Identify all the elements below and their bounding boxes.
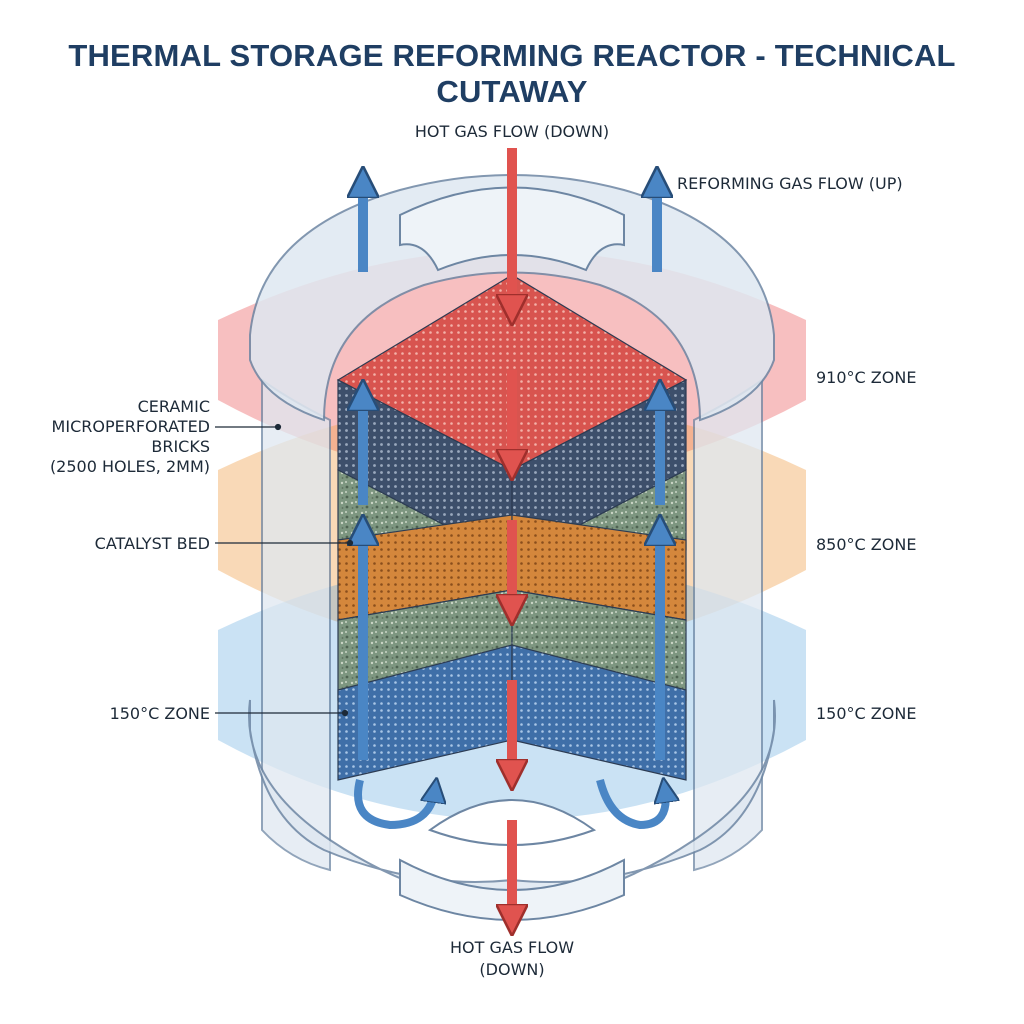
label-ceramic-line3: BRICKS [151, 437, 210, 456]
label-zone-910: 910°C ZONE [816, 368, 916, 387]
label-ceramic-line2: MICROPERFORATED [52, 417, 210, 436]
leader-catalyst-dot [348, 541, 353, 546]
label-zone-right-150: 150°C ZONE [816, 704, 916, 723]
leader-150-zone-dot [343, 711, 348, 716]
label-hot-gas-bottom-line1: HOT GAS FLOW [450, 938, 574, 957]
label-hot-gas-bottom-line2: (DOWN) [479, 960, 544, 979]
label-reforming-gas: REFORMING GAS FLOW (UP) [677, 174, 903, 193]
label-ceramic-line4: (2500 HOLES, 2MM) [50, 457, 210, 476]
leader-ceramic-dot [276, 425, 281, 430]
label-zone-850: 850°C ZONE [816, 535, 916, 554]
label-ceramic-line1: CERAMIC [138, 397, 210, 416]
label-catalyst-bed: CATALYST BED [95, 534, 210, 553]
label-zone-left-150: 150°C ZONE [110, 704, 210, 723]
label-hot-gas-top: HOT GAS FLOW (DOWN) [415, 122, 609, 141]
